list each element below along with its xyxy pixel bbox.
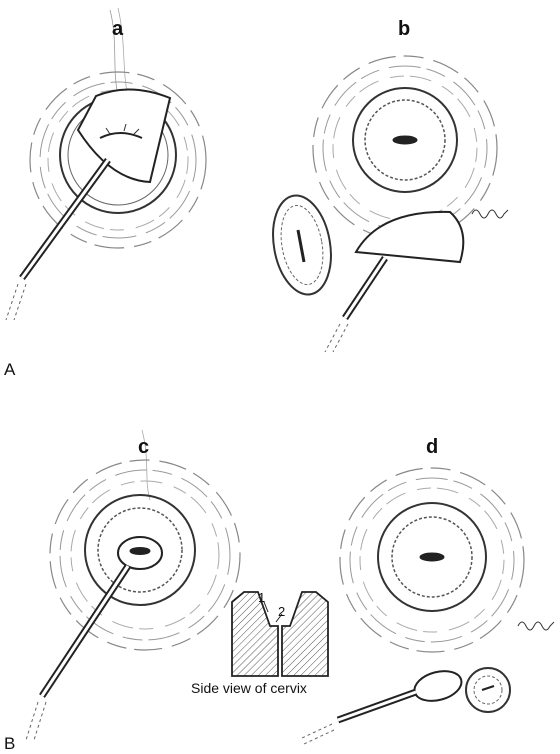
panel-d-drawing bbox=[301, 467, 525, 745]
panel-b-drawing bbox=[272, 55, 498, 353]
panel-label-a: a bbox=[112, 18, 124, 40]
section-label-a: A bbox=[4, 360, 16, 379]
inset-marker-1: 1 bbox=[258, 590, 266, 605]
side-view-inset bbox=[231, 591, 329, 677]
inset-marker-2: 2 bbox=[278, 604, 286, 619]
panel-label-d: d bbox=[426, 436, 439, 458]
panel-label-c: c bbox=[138, 436, 150, 458]
section-label-b: B bbox=[4, 734, 16, 753]
panel-label-b: b bbox=[398, 18, 411, 40]
panel-c-drawing bbox=[25, 429, 241, 741]
inset-caption: Side view of cervix bbox=[191, 680, 307, 696]
artist-signature bbox=[471, 209, 555, 631]
panel-a-drawing bbox=[5, 7, 207, 321]
